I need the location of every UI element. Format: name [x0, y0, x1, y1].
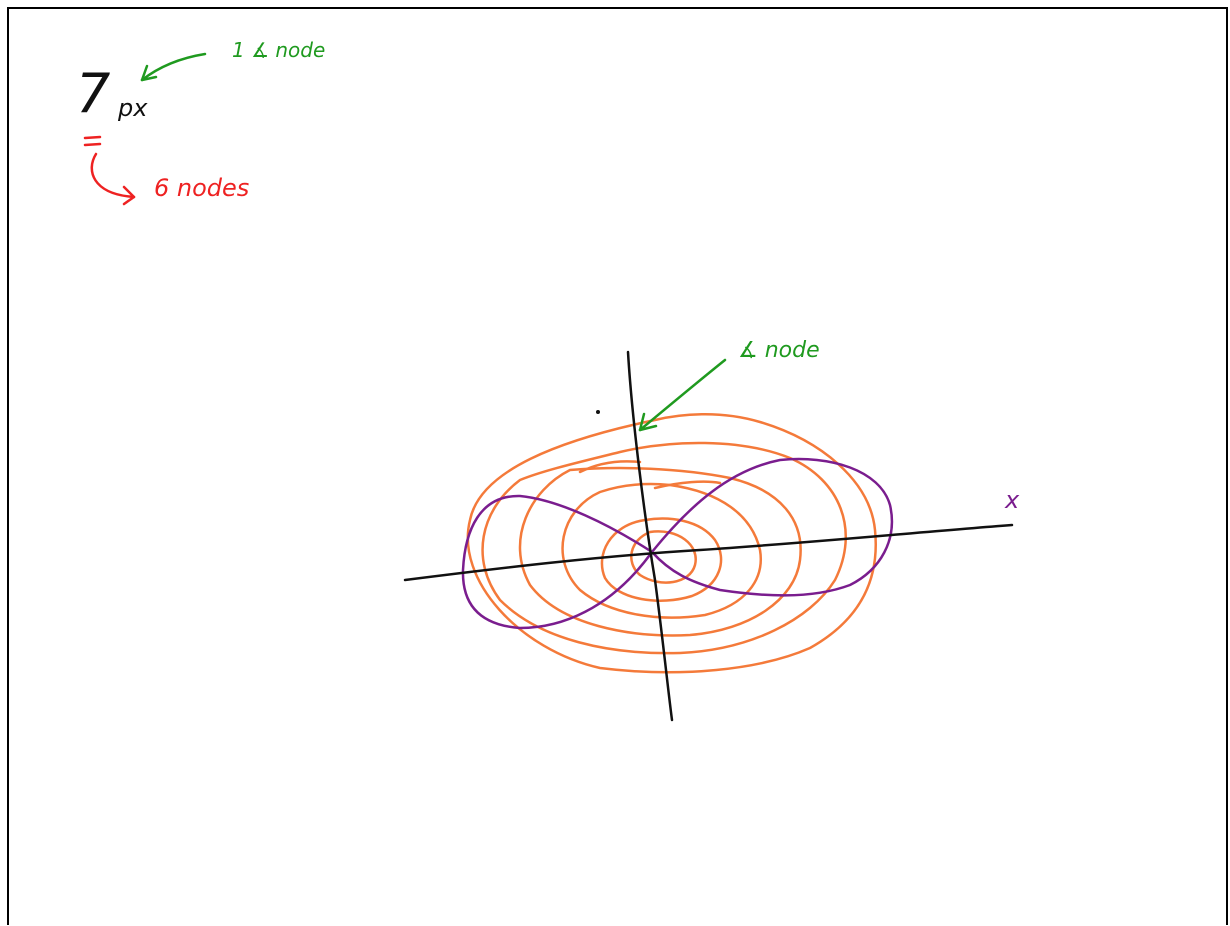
orange-ring-2 [481, 441, 847, 655]
purple-dz2-lobes [461, 457, 894, 630]
axis-node-note: ∡ node [738, 338, 820, 363]
orange-ring-4 [561, 482, 762, 619]
orbital-subscript: px [117, 94, 148, 122]
orange-ring-3 [518, 466, 802, 637]
red-arrow-head [122, 185, 136, 206]
z-axis-line [626, 350, 674, 722]
red-arrow [90, 152, 136, 199]
orange-arc-upper [578, 460, 642, 474]
orange-ring-inner [630, 530, 697, 584]
orbital-number: 7 [76, 62, 110, 125]
whiteboard-frame [7, 7, 1228, 925]
red-equals-mark [83, 135, 102, 147]
total-nodes-note: 6 nodes [154, 174, 249, 202]
angular-node-note: 1 ∡ node [232, 38, 325, 62]
stray-dot [596, 410, 600, 414]
orange-arc-mid [653, 480, 722, 490]
orange-ring-5 [600, 517, 723, 602]
orange-ring-outer [466, 412, 877, 674]
x-axis-line [403, 523, 1014, 582]
arrow-to-axis-node [638, 358, 727, 432]
arrow-to-axis-node-head [638, 412, 658, 432]
orange-rings [466, 412, 877, 674]
arrow-to-label-head [140, 64, 158, 82]
arrow-to-label [140, 52, 207, 82]
x-axis-label: x [1004, 486, 1020, 514]
